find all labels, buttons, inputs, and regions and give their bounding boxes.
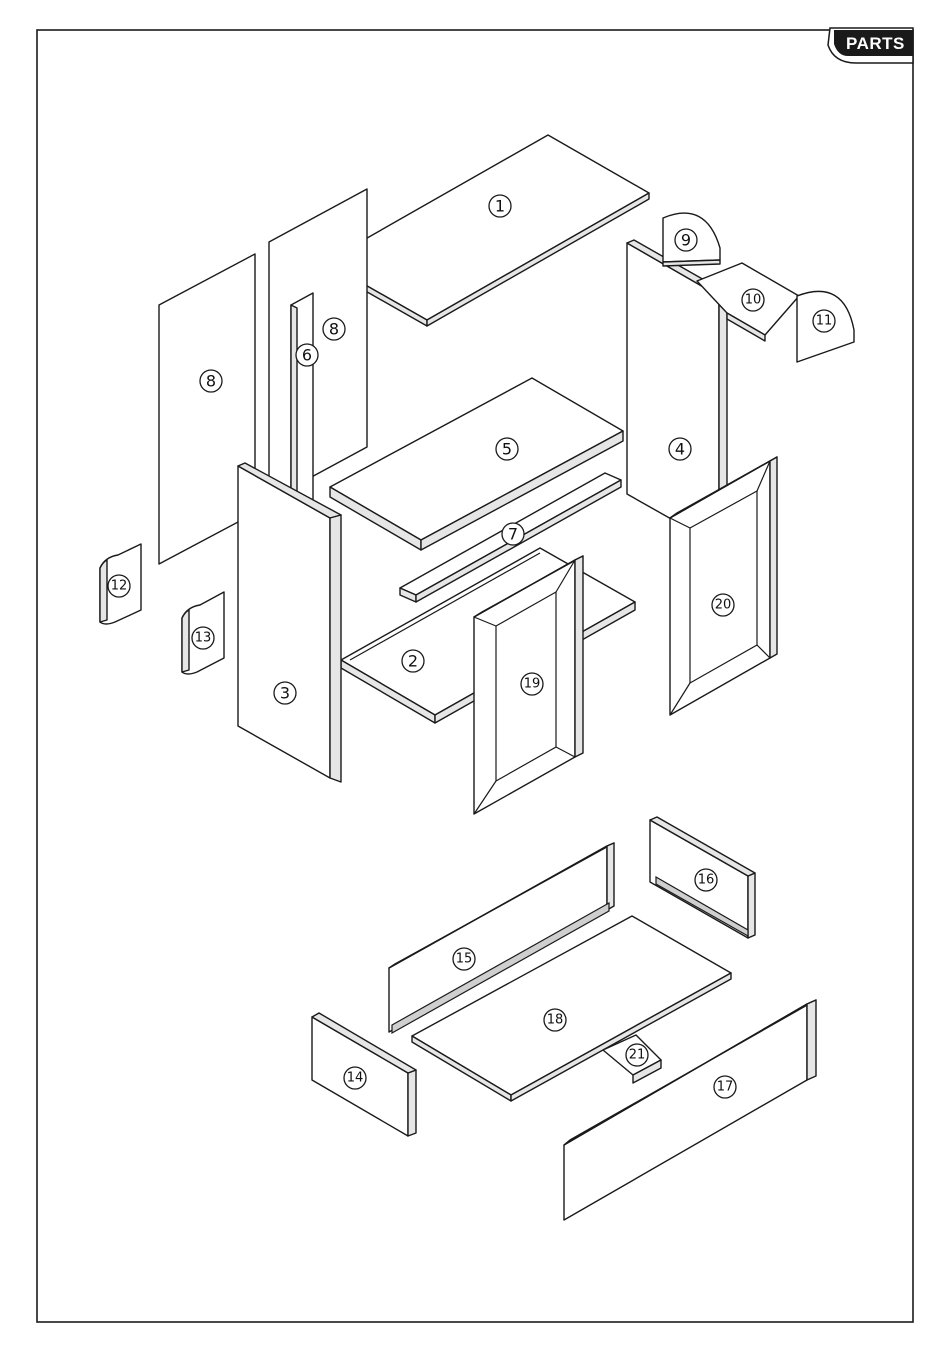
part-badge-16-label: 16 [698,873,715,888]
part-badge-8a-label: 8 [206,372,216,391]
part-badge-18-label: 18 [547,1013,564,1028]
part-badge-13-label: 13 [195,631,212,646]
part-badge-4: 4 [669,438,691,460]
vertical-stile [291,293,313,520]
part-badge-2: 2 [402,650,424,672]
part-badge-6-label: 6 [302,346,312,365]
part-badge-9-label: 9 [681,231,691,250]
part-badge-15: 15 [453,948,475,970]
part-badge-20-label: 20 [715,598,732,613]
part-badge-14-label: 14 [347,1071,364,1086]
parts-tab: PARTS [828,28,913,63]
part-badge-8b: 8 [323,318,345,340]
part-badge-19: 19 [521,673,543,695]
part-badge-18: 18 [544,1009,566,1031]
part-badge-17-label: 17 [717,1080,734,1095]
part-badge-1: 1 [489,195,511,217]
part-badge-13: 13 [192,627,214,649]
part-badge-21: 21 [626,1044,648,1066]
top-panel [325,135,649,326]
part-badge-21-label: 21 [629,1048,646,1063]
part-badge-15-label: 15 [456,952,473,967]
middle-shelf [330,378,623,550]
part-badge-12: 12 [108,575,130,597]
part-badge-9: 9 [675,229,697,251]
part-badge-7: 7 [502,523,524,545]
part-badge-2-label: 2 [408,652,418,671]
part-badge-5: 5 [496,438,518,460]
part-badge-19-label: 19 [524,677,541,692]
parts-tab-label: PARTS [846,34,905,53]
part-badge-7-label: 7 [508,525,518,544]
part-badge-10-label: 10 [745,293,762,308]
part-badge-3-label: 3 [280,684,290,703]
part-badge-12-label: 12 [111,579,128,594]
part-badge-17: 17 [714,1076,736,1098]
part-badge-20: 20 [712,594,734,616]
part-badge-11: 11 [813,310,835,332]
part-badge-10: 10 [742,289,764,311]
part-badge-8b-label: 8 [329,320,339,339]
part-badge-1-label: 1 [495,197,505,216]
part-badge-6: 6 [296,344,318,366]
back-panel-right [269,189,367,500]
part-badge-4-label: 4 [675,440,685,459]
part-badge-8a: 8 [200,370,222,392]
left-side-panel [238,463,341,782]
part-badge-11-label: 11 [816,314,833,329]
part-badge-5-label: 5 [502,440,512,459]
part-badge-14: 14 [344,1067,366,1089]
part-badge-3: 3 [274,682,296,704]
part-badge-16: 16 [695,869,717,891]
